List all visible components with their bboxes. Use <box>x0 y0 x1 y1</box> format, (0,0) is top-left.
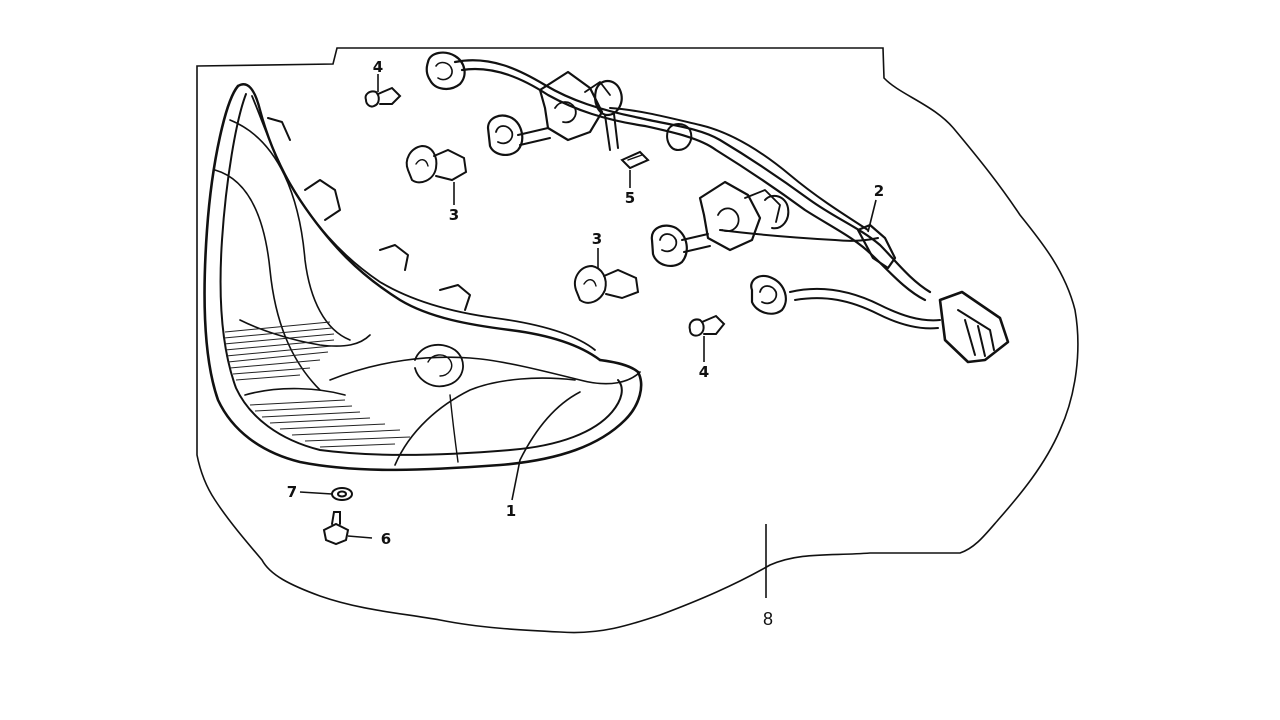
leader-line-1 <box>511 459 521 501</box>
leader-lines <box>299 74 877 598</box>
small-bulb-lower-base <box>701 314 726 335</box>
bulb-upper-filament <box>415 159 429 167</box>
small-bulb-lower <box>688 314 726 337</box>
small-bulb-upper-base <box>377 86 402 105</box>
housing-outer-edge <box>203 84 643 472</box>
bulb-lower-base <box>603 268 640 300</box>
mounting-screw-shank <box>331 511 341 525</box>
bulb-lower-filament <box>583 279 597 287</box>
socket-bracket-lower <box>698 180 762 252</box>
socket-upper-middle-stem <box>517 127 551 146</box>
wedge-bulb-body <box>620 150 650 170</box>
housing-mount-tab-1 <box>304 179 341 221</box>
housing-rib-5 <box>519 391 581 461</box>
harness-wire-main-b <box>460 67 927 302</box>
housing-bulb-recess-inner <box>427 354 453 377</box>
socket-lower-ring <box>759 285 778 305</box>
socket-bracket-upper <box>538 70 604 142</box>
bulb-upper <box>405 144 468 184</box>
harness-connector-face <box>957 309 995 357</box>
socket-upper-middle-ring <box>495 125 514 145</box>
small-bulb-lower-glass <box>688 318 705 337</box>
callout-1: 1 <box>506 502 516 520</box>
socket-middle-stem <box>681 233 711 253</box>
callout-7: 7 <box>287 483 297 501</box>
socket-bracket-lower-detail <box>717 189 781 232</box>
housing-bulb-recess <box>414 343 464 388</box>
housing-lower-curve <box>239 319 371 347</box>
callout-labels: 1 2 3 3 4 4 5 6 7 8 <box>287 58 884 629</box>
small-bulb-upper <box>364 86 402 108</box>
callout-6: 6 <box>381 530 391 548</box>
housing-rib-1 <box>214 169 321 391</box>
bulb-upper-base <box>433 148 468 182</box>
leader-line-2 <box>867 199 877 233</box>
mounting-screw-head <box>322 522 350 546</box>
socket-bracket-lower-side <box>764 194 790 230</box>
wedge-bulb-detail <box>627 154 643 161</box>
harness-connector <box>938 290 1010 364</box>
bulb-lower <box>574 264 640 304</box>
harness-wire-to-socket-mid <box>719 229 879 242</box>
wiring-harness <box>425 51 1010 364</box>
harness-wire-lower-b <box>794 297 939 330</box>
bulb-upper-glass <box>405 144 438 184</box>
housing-rib-3 <box>329 356 641 385</box>
housing-mount-tab-3 <box>439 284 471 311</box>
callout-3-lower: 3 <box>592 230 602 248</box>
socket-top-left-detail <box>435 61 453 81</box>
callout-3-upper: 3 <box>449 206 459 224</box>
housing-rib-4 <box>394 377 576 466</box>
assembly-outline <box>196 47 1079 634</box>
housing-rib-2 <box>229 119 351 341</box>
callout-4-lower: 4 <box>699 363 709 381</box>
wedge-bulb <box>620 150 650 170</box>
socket-middle-ring <box>659 233 678 253</box>
housing-mount-tab-2 <box>379 244 409 271</box>
rubber-grommet-hole <box>337 490 347 498</box>
socket-middle <box>650 224 688 267</box>
callout-2: 2 <box>874 182 884 200</box>
leader-line-7 <box>299 491 333 495</box>
callout-8: 8 <box>763 609 773 629</box>
housing-lower-curve-2 <box>244 387 346 396</box>
rubber-grommet-body <box>331 487 353 501</box>
harness-wire-upper <box>609 107 869 231</box>
harness-wire-main-a <box>453 59 932 294</box>
housing-mount-tab-4 <box>267 117 291 141</box>
housing-inner-edge <box>219 93 623 456</box>
housing-rib-6 <box>449 394 459 463</box>
socket-bracket-right <box>594 79 623 117</box>
callout-5: 5 <box>625 189 635 207</box>
housing-top-rim <box>236 83 602 362</box>
socket-bracket-right-stem <box>604 113 619 151</box>
tail-light-lens-housing <box>203 83 643 472</box>
harness-wire-lower <box>789 287 941 322</box>
socket-lower <box>750 274 787 315</box>
mounting-screw <box>322 511 350 546</box>
socket-bracket-upper-detail <box>554 81 611 124</box>
housing-top-rim-inner <box>251 95 596 351</box>
callout-4-upper: 4 <box>373 58 383 76</box>
leader-line-6 <box>347 535 373 539</box>
bulb-lower-glass <box>574 264 607 304</box>
harness-clip <box>666 123 693 151</box>
rubber-grommet <box>331 487 353 501</box>
small-bulb-upper-glass <box>364 90 380 108</box>
reflector-hatching <box>223 321 411 448</box>
socket-top-left <box>425 51 466 90</box>
